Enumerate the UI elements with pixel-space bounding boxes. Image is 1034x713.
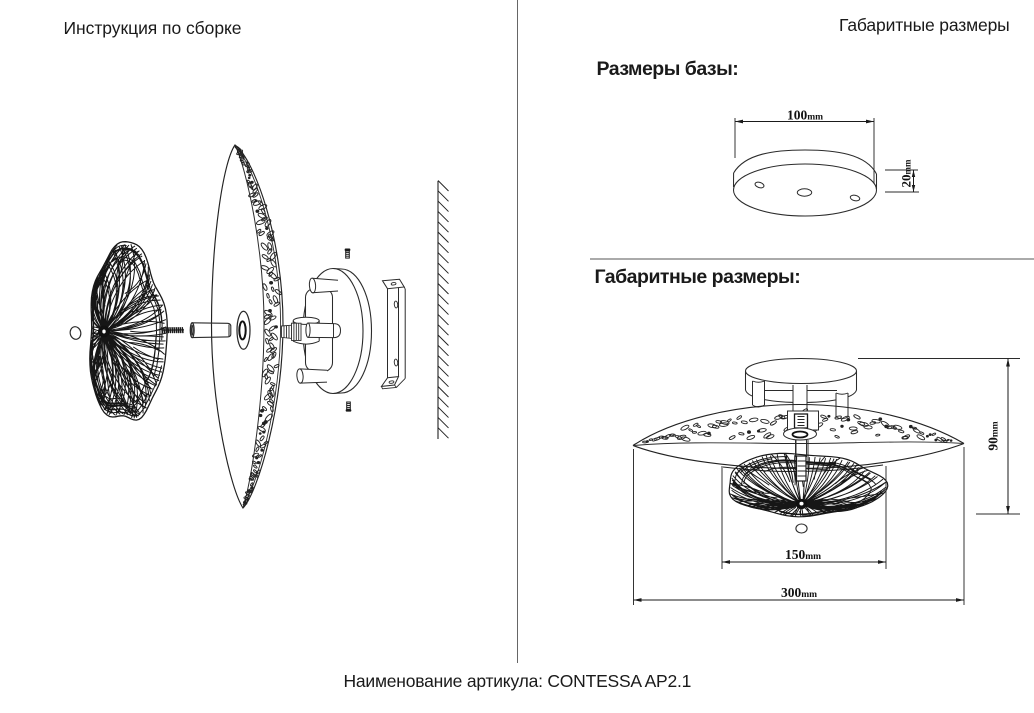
svg-text:300mm: 300mm (781, 585, 817, 600)
svg-text:150mm: 150mm (785, 547, 821, 562)
svg-text:90mm: 90mm (986, 421, 1001, 450)
svg-text:20mm: 20mm (899, 159, 914, 187)
svg-text:100mm: 100mm (787, 108, 823, 123)
